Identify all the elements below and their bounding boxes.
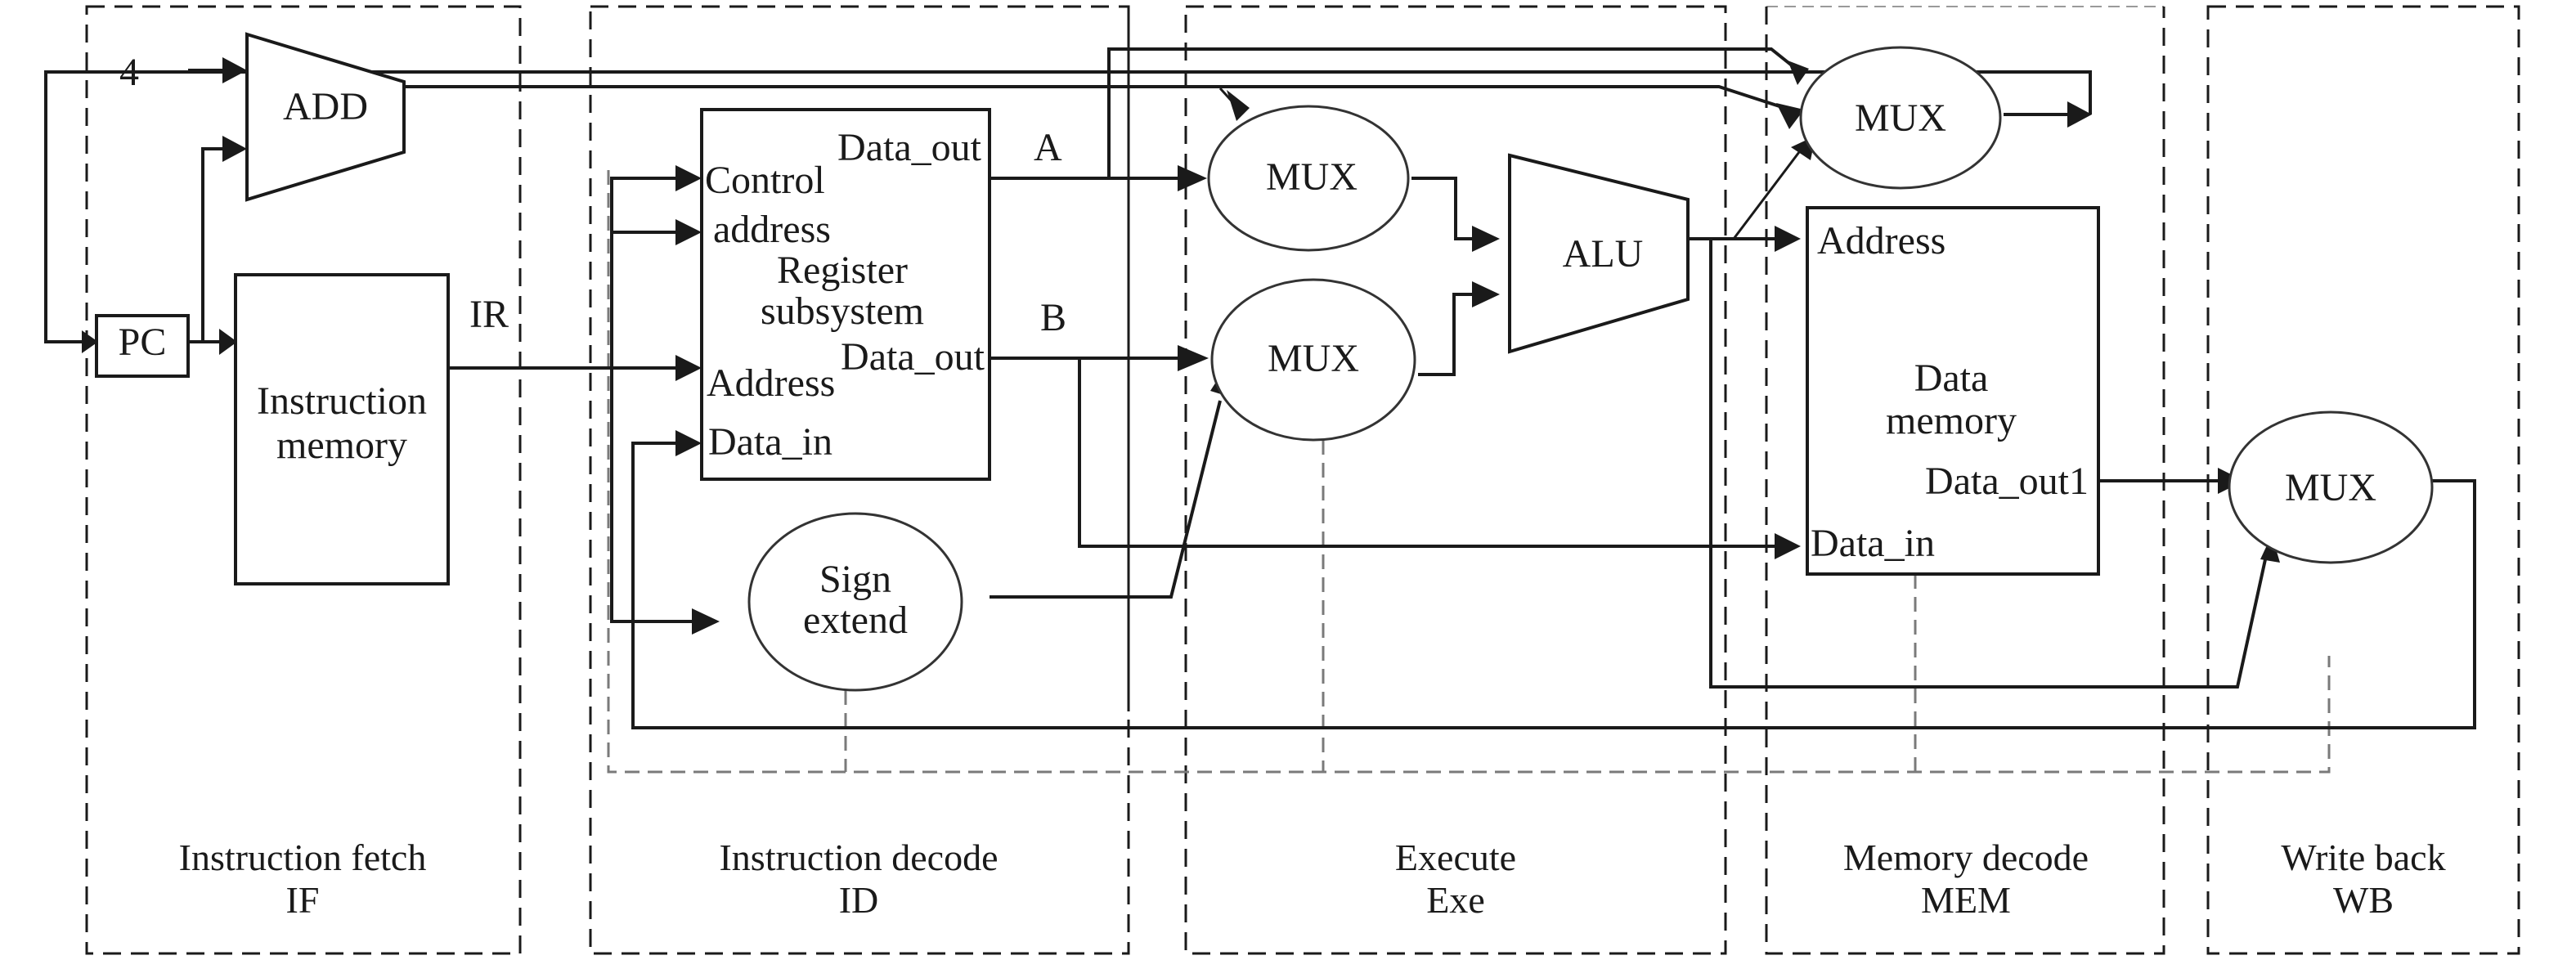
stage-label-wb-name: Write back (2281, 837, 2445, 878)
arrow-icon (1788, 61, 1809, 85)
reg-title-line1: Register (777, 249, 908, 292)
reg-port-data-in: Data_in (708, 420, 832, 464)
arrow-icon (692, 608, 720, 635)
adder-shape (245, 32, 406, 202)
instruction-memory (234, 273, 450, 585)
alu-label: ALU (1563, 232, 1644, 276)
register-subsystem (700, 108, 991, 481)
wire-b-to-dmem (1078, 358, 1778, 548)
wb-mux (2228, 410, 2434, 564)
dmem-title-line1: Data (1914, 357, 1989, 400)
bus-b-label: B (1040, 296, 1066, 339)
wire-mux-top-to-alu (1411, 177, 1482, 240)
arrow-icon (1776, 103, 1804, 129)
arrow-icon (1472, 226, 1500, 252)
exe-mux-bottom (1210, 278, 1416, 442)
constant-four-label: 4 (119, 51, 139, 94)
wire-writeback (631, 442, 2476, 729)
reg-port-address: Address (707, 361, 835, 405)
arrow-icon (222, 57, 247, 83)
reg-port-data-out-a: Data_out (837, 126, 982, 169)
arrow-icon (1775, 533, 1801, 559)
wire-add-out (404, 85, 1780, 108)
stage-label-exe-name: Execute (1395, 837, 1516, 878)
arrow-icon (222, 136, 247, 162)
ir-label: IR (469, 293, 509, 336)
pc-label: PC (119, 321, 167, 364)
arrow-icon (219, 329, 237, 355)
components: 4 ADD PC Instruction memory IR Data_out … (95, 32, 2434, 692)
reg-port-control: Control (705, 159, 825, 202)
arrow-icon (1178, 345, 1209, 371)
instruction-memory-label-line1: Instruction (257, 379, 427, 423)
stage-label-wb-abbr: WB (2333, 879, 2394, 921)
stage-label-mem-name: Memory decode (1843, 837, 2089, 878)
stage-labels: Instruction fetch IF Instruction decode … (179, 837, 2446, 921)
stage-label-exe-abbr: Exe (1426, 879, 1485, 921)
exe-mux-top (1207, 105, 1410, 252)
arrow-icon (675, 165, 702, 191)
arrow-icon (1775, 226, 1801, 252)
stage-label-if-name: Instruction fetch (179, 837, 427, 878)
arrow-icon (2067, 101, 2092, 128)
stage-label-id-abbr: ID (839, 879, 879, 921)
stage-box-if (85, 5, 522, 955)
wire-alu-to-wb-mux (1709, 239, 2270, 689)
stage-label-id-name: Instruction decode (719, 837, 998, 878)
stage-label-mem-abbr: MEM (1921, 879, 2011, 921)
reg-port-address-lower: address (713, 208, 831, 251)
stage-box-exe (1184, 5, 1727, 955)
reg-title-line2: subsystem (761, 289, 924, 333)
dmem-title-line2: memory (1886, 399, 2017, 442)
dmem-port-address: Address (1817, 219, 1945, 262)
exe-mux-top-label: MUX (1266, 155, 1358, 199)
sign-extend-label-line1: Sign (819, 558, 891, 601)
exe-mux-bottom-label: MUX (1268, 337, 1359, 380)
sign-extend-label-line2: extend (803, 599, 908, 642)
adder-label: ADD (283, 85, 368, 128)
arrow-icon (1227, 90, 1250, 121)
arrow-icon (675, 219, 702, 245)
wires (44, 47, 2476, 729)
wire-pc-feedback (44, 70, 2092, 343)
dmem-port-data-in: Data_in (1811, 522, 1935, 565)
arrow-icon (82, 330, 98, 353)
arrow-icon (675, 355, 702, 381)
arrow-icon (1472, 281, 1500, 307)
wire-pc-to-add (201, 147, 234, 342)
control-bus-outline (607, 170, 2331, 774)
arrowheads (82, 57, 2280, 635)
wb-mux-label: MUX (2285, 466, 2376, 509)
wire-ctrl-feed (610, 177, 703, 623)
mem-mux (1799, 46, 2002, 190)
wire-sign-extend-out (990, 400, 1222, 599)
instruction-memory-label-line2: memory (276, 424, 407, 467)
data-memory (1806, 206, 2100, 576)
wire-a-to-mem-mux (1107, 47, 1797, 178)
control-bus (607, 7, 2331, 774)
arrow-icon (1178, 165, 1207, 191)
wire-alu-to-mem-mux (1732, 151, 1801, 240)
reg-port-data-out-b: Data_out (841, 335, 985, 379)
pc-register (95, 314, 190, 378)
arrow-icon (675, 430, 702, 456)
mem-mux-label: MUX (1855, 96, 1946, 140)
alu-shape (1508, 153, 1690, 354)
dmem-port-data-out: Data_out1 (1925, 460, 2089, 503)
stage-label-if-abbr: IF (286, 879, 320, 921)
bus-a-label: A (1034, 126, 1062, 169)
sign-extend-unit (747, 512, 963, 692)
wire-mux-bottom-to-alu (1418, 293, 1482, 376)
